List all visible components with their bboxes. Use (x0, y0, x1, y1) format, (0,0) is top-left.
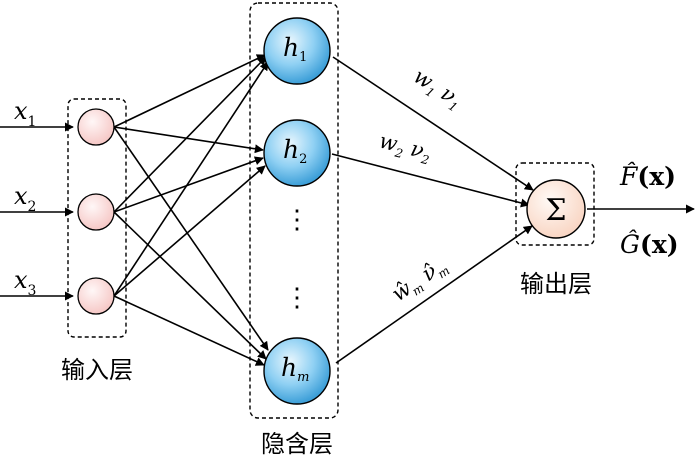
connection-hm-output (335, 225, 533, 364)
connection-h2-output (331, 153, 530, 208)
connection-h1-output (332, 56, 534, 191)
weight-label-m: ŵm ν̂m (387, 253, 452, 309)
hidden-ellipsis-1: ⋮ (284, 205, 310, 235)
input-node-1 (77, 108, 115, 146)
hidden-label-2: h2 (283, 135, 307, 167)
hidden-output-connections (331, 56, 534, 364)
sum-symbol: Σ (545, 193, 566, 228)
hidden-node-2 (263, 119, 331, 187)
input-hidden-connections (113, 54, 269, 366)
input-label-2: x2 (14, 182, 36, 215)
input-layer-label: 输入层 (61, 356, 133, 384)
input-labels: x1 x2 x3 (14, 97, 36, 299)
output-label-g: Ĝ(x) (620, 230, 679, 259)
output-layer-label: 输出层 (520, 270, 592, 298)
input-layer-box (67, 98, 127, 338)
input-node-2 (77, 193, 115, 231)
hidden-layer-box (249, 2, 339, 419)
hidden-labels: h1 h2 hm (281, 33, 309, 385)
output-node (526, 179, 586, 239)
input-label-1: x1 (14, 97, 36, 130)
input-nodes (77, 108, 115, 315)
weight-label-2: w2 ν2 (376, 129, 434, 168)
input-label-3: x3 (14, 266, 36, 299)
hidden-label-m: hm (281, 353, 309, 385)
hidden-ellipsis-2: ⋮ (284, 283, 310, 313)
hidden-label-1: h1 (283, 33, 307, 65)
hidden-node-1 (263, 17, 331, 85)
input-arrows (0, 122, 74, 301)
weight-label-1: w1 ν1 (408, 64, 467, 115)
input-node-3 (77, 277, 115, 315)
hidden-node-m (263, 337, 331, 405)
hidden-nodes (263, 17, 331, 405)
output-label-f: F̂(x) (619, 162, 676, 191)
hidden-layer-label: 隐含层 (261, 430, 333, 458)
